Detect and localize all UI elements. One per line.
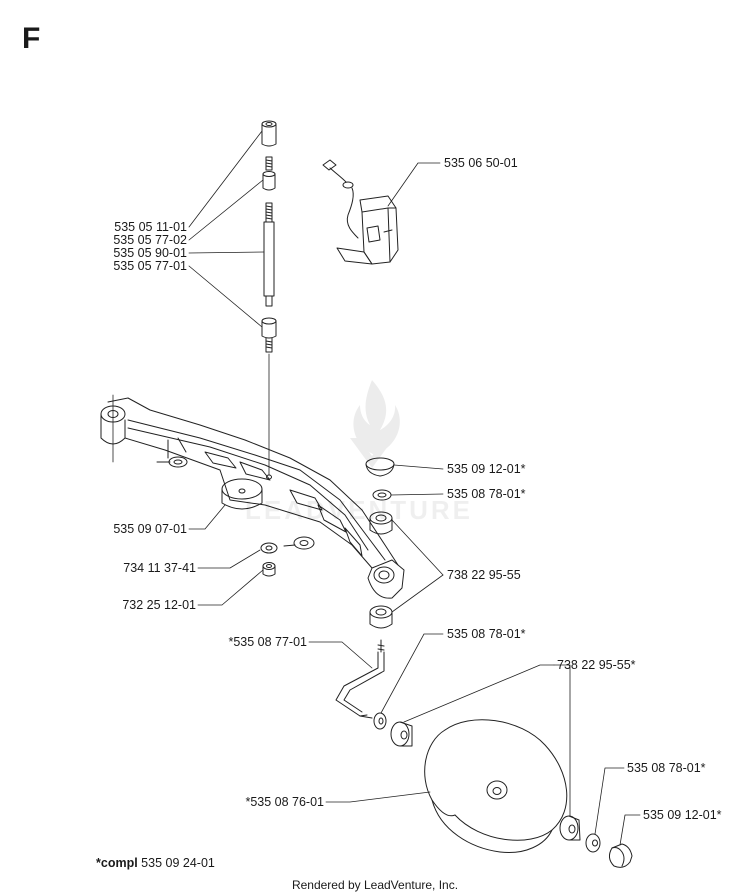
caster-fork xyxy=(335,639,385,719)
part-label-535-08-78-01-upper[interactable]: 535 08 78-01* xyxy=(447,487,526,501)
wheel xyxy=(424,719,568,854)
section-letter: F xyxy=(22,22,41,55)
footnote: *compl 535 09 24-01 xyxy=(96,856,215,870)
wheel-hardware xyxy=(373,712,633,868)
arm-fasteners xyxy=(260,542,278,577)
part-label-732-25-12-01[interactable]: 732 25 12-01 xyxy=(122,598,196,612)
part-label-535-08-76-01[interactable]: *535 08 76-01 xyxy=(245,795,324,809)
part-label-535-08-77-01[interactable]: *535 08 77-01 xyxy=(228,635,307,649)
upper-bearing-stack xyxy=(365,457,395,629)
part-label-535-05-90-01[interactable]: 535 05 90-01 xyxy=(113,246,187,260)
spindle-assembly xyxy=(261,120,277,476)
leader-lines xyxy=(188,130,641,846)
part-label-535-05-11-01[interactable]: 535 05 11-01 xyxy=(114,220,187,234)
part-label-535-08-78-01-lower[interactable]: 535 08 78-01* xyxy=(627,761,706,775)
part-label-535-06-50-01[interactable]: 535 06 50-01 xyxy=(444,156,518,170)
part-label-535-09-12-01-lower[interactable]: 535 09 12-01* xyxy=(643,808,722,822)
footnote-number: 535 09 24-01 xyxy=(141,856,215,870)
footer-credit: Rendered by LeadVenture, Inc. xyxy=(291,878,459,892)
part-label-734-11-37-41[interactable]: 734 11 37-41 xyxy=(123,561,196,575)
switch-part xyxy=(322,159,399,265)
footnote-prefix: *compl xyxy=(96,856,138,870)
watermark-logo xyxy=(350,380,400,468)
swing-arm xyxy=(100,394,405,599)
watermark-text: LEADVENTURE xyxy=(245,495,474,525)
part-label-738-22-95-55-star[interactable]: 738 22 95-55* xyxy=(557,658,636,672)
part-label-535-09-12-01-upper[interactable]: 535 09 12-01* xyxy=(447,462,526,476)
part-label-535-09-07-01[interactable]: 535 09 07-01 xyxy=(113,522,187,536)
part-label-738-22-95-55[interactable]: 738 22 95-55 xyxy=(447,568,521,582)
part-label-535-05-77-01[interactable]: 535 05 77-01 xyxy=(113,259,187,273)
part-label-535-05-77-02[interactable]: 535 05 77-02 xyxy=(113,233,187,247)
part-label-535-08-78-01-middle[interactable]: 535 08 78-01* xyxy=(447,627,526,641)
